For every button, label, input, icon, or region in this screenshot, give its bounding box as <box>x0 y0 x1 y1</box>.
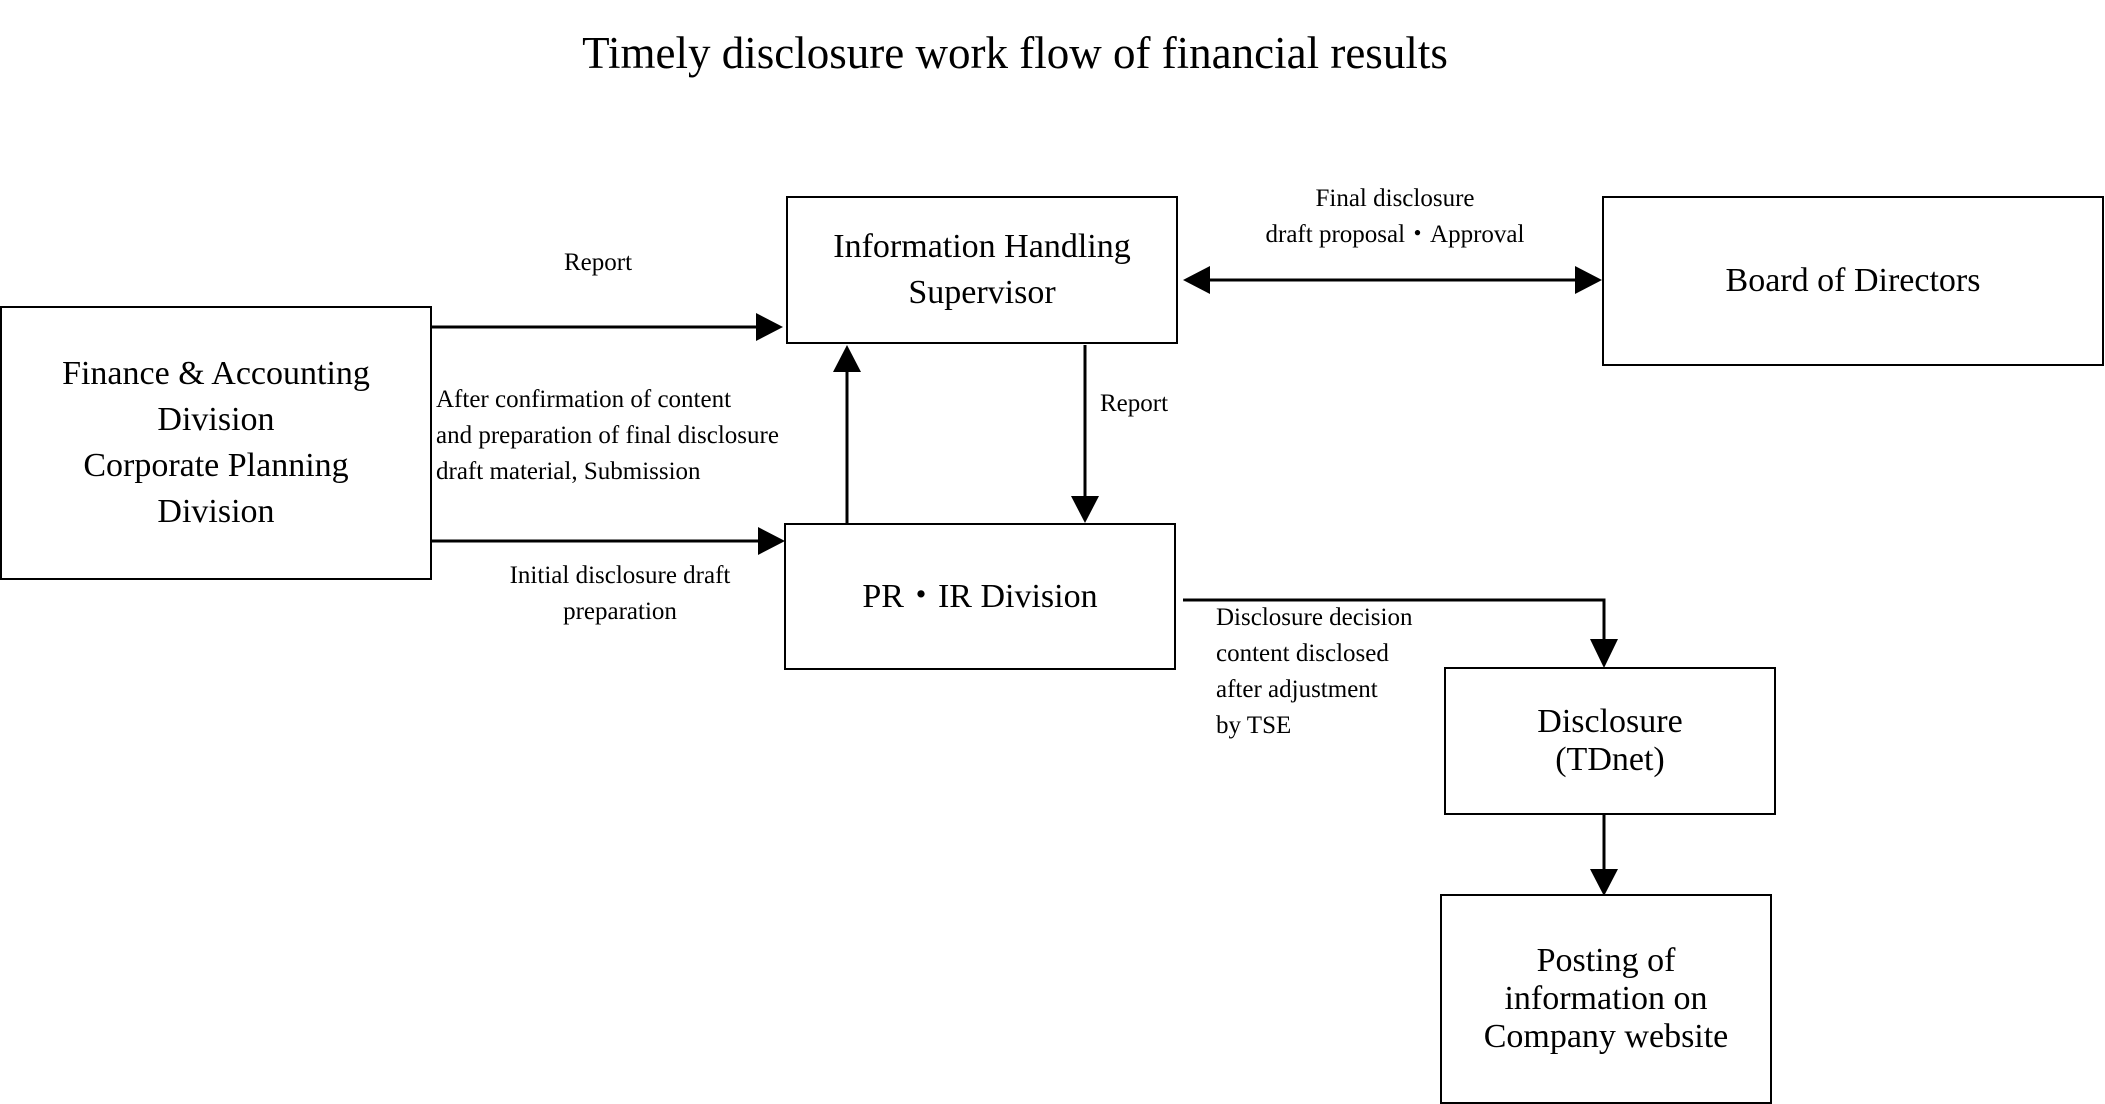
arrowhead-right <box>1575 266 1602 294</box>
label-line: Disclosure decision <box>1216 604 1413 631</box>
label-line: by TSE <box>1216 712 1292 739</box>
label-line: draft material, Submission <box>436 458 701 485</box>
label-line: after adjustment <box>1216 676 1378 703</box>
box-line: Supervisor <box>908 274 1056 311</box>
arrowhead-down <box>1590 639 1618 668</box>
diagram-title: Timely disclosure work flow of financial… <box>582 28 1448 78</box>
disclosure-label: Disclosure (TDnet) <box>1537 703 1682 779</box>
box-line: Corporate Planning <box>83 447 349 484</box>
company-website-posting-box: Posting of information on Company websit… <box>1440 894 1772 1104</box>
pr-ir-label: PR・IR Division <box>862 574 1097 620</box>
finance-accounting-box: Finance & Accounting Division Corporate … <box>0 306 432 580</box>
posting-label: Posting of information on Company websit… <box>1484 942 1729 1056</box>
arrowhead-left <box>1183 266 1210 294</box>
arrowhead-up <box>833 345 861 372</box>
label-line: preparation <box>563 598 677 625</box>
box-line: Division <box>157 493 275 530</box>
information-handling-supervisor-box: Information Handling Supervisor <box>786 196 1178 344</box>
box-line: information on <box>1504 980 1708 1017</box>
arrowhead-right <box>756 313 783 341</box>
label-line: Initial disclosure draft <box>509 562 731 589</box>
arrowhead-down <box>1071 496 1099 523</box>
box-line: Posting of <box>1536 942 1676 979</box>
arrow-prir-to-disclosure <box>1183 598 1606 640</box>
submission-label: After confirmation of content and prepar… <box>436 382 779 490</box>
box-line: Division <box>157 401 275 438</box>
label-line: Report <box>563 249 633 276</box>
box-line: Company website <box>1483 1018 1729 1055</box>
arrowhead-right <box>758 527 785 555</box>
label-line: and preparation of final disclosure <box>436 422 779 449</box>
box-line: Board of Directors <box>1725 262 1981 299</box>
box-line: Finance & Accounting <box>62 355 370 392</box>
disclosure-tdnet-box: Disclosure (TDnet) <box>1444 667 1776 815</box>
tse-adjustment-label: Disclosure decision content disclosed af… <box>1216 600 1412 744</box>
box-line: Disclosure <box>1537 703 1683 740</box>
report-to-supervisor-label: Report <box>498 245 698 281</box>
supervisor-label: Information Handling Supervisor <box>833 224 1130 316</box>
box-line: Information Handling <box>833 228 1131 265</box>
label-line: After confirmation of content <box>436 386 732 413</box>
pr-ir-division-box: PR・IR Division <box>784 523 1176 670</box>
board-of-directors-box: Board of Directors <box>1602 196 2104 366</box>
label-line: Report <box>1100 390 1169 417</box>
board-label: Board of Directors <box>1726 258 1981 304</box>
report-to-prir-label: Report <box>1100 386 1168 422</box>
label-line: Final disclosure <box>1315 185 1475 212</box>
label-line: draft proposal・Approval <box>1265 221 1525 248</box>
box-line: PR・IR Division <box>862 577 1098 615</box>
initial-draft-label: Initial disclosure draft preparation <box>470 558 770 630</box>
final-proposal-approval-label: Final disclosure draft proposal・Approval <box>1200 181 1590 253</box>
arrowhead-down <box>1590 869 1618 896</box>
finance-accounting-label: Finance & Accounting Division Corporate … <box>62 351 370 535</box>
box-line: (TDnet) <box>1555 741 1665 778</box>
label-line: content disclosed <box>1216 640 1389 667</box>
